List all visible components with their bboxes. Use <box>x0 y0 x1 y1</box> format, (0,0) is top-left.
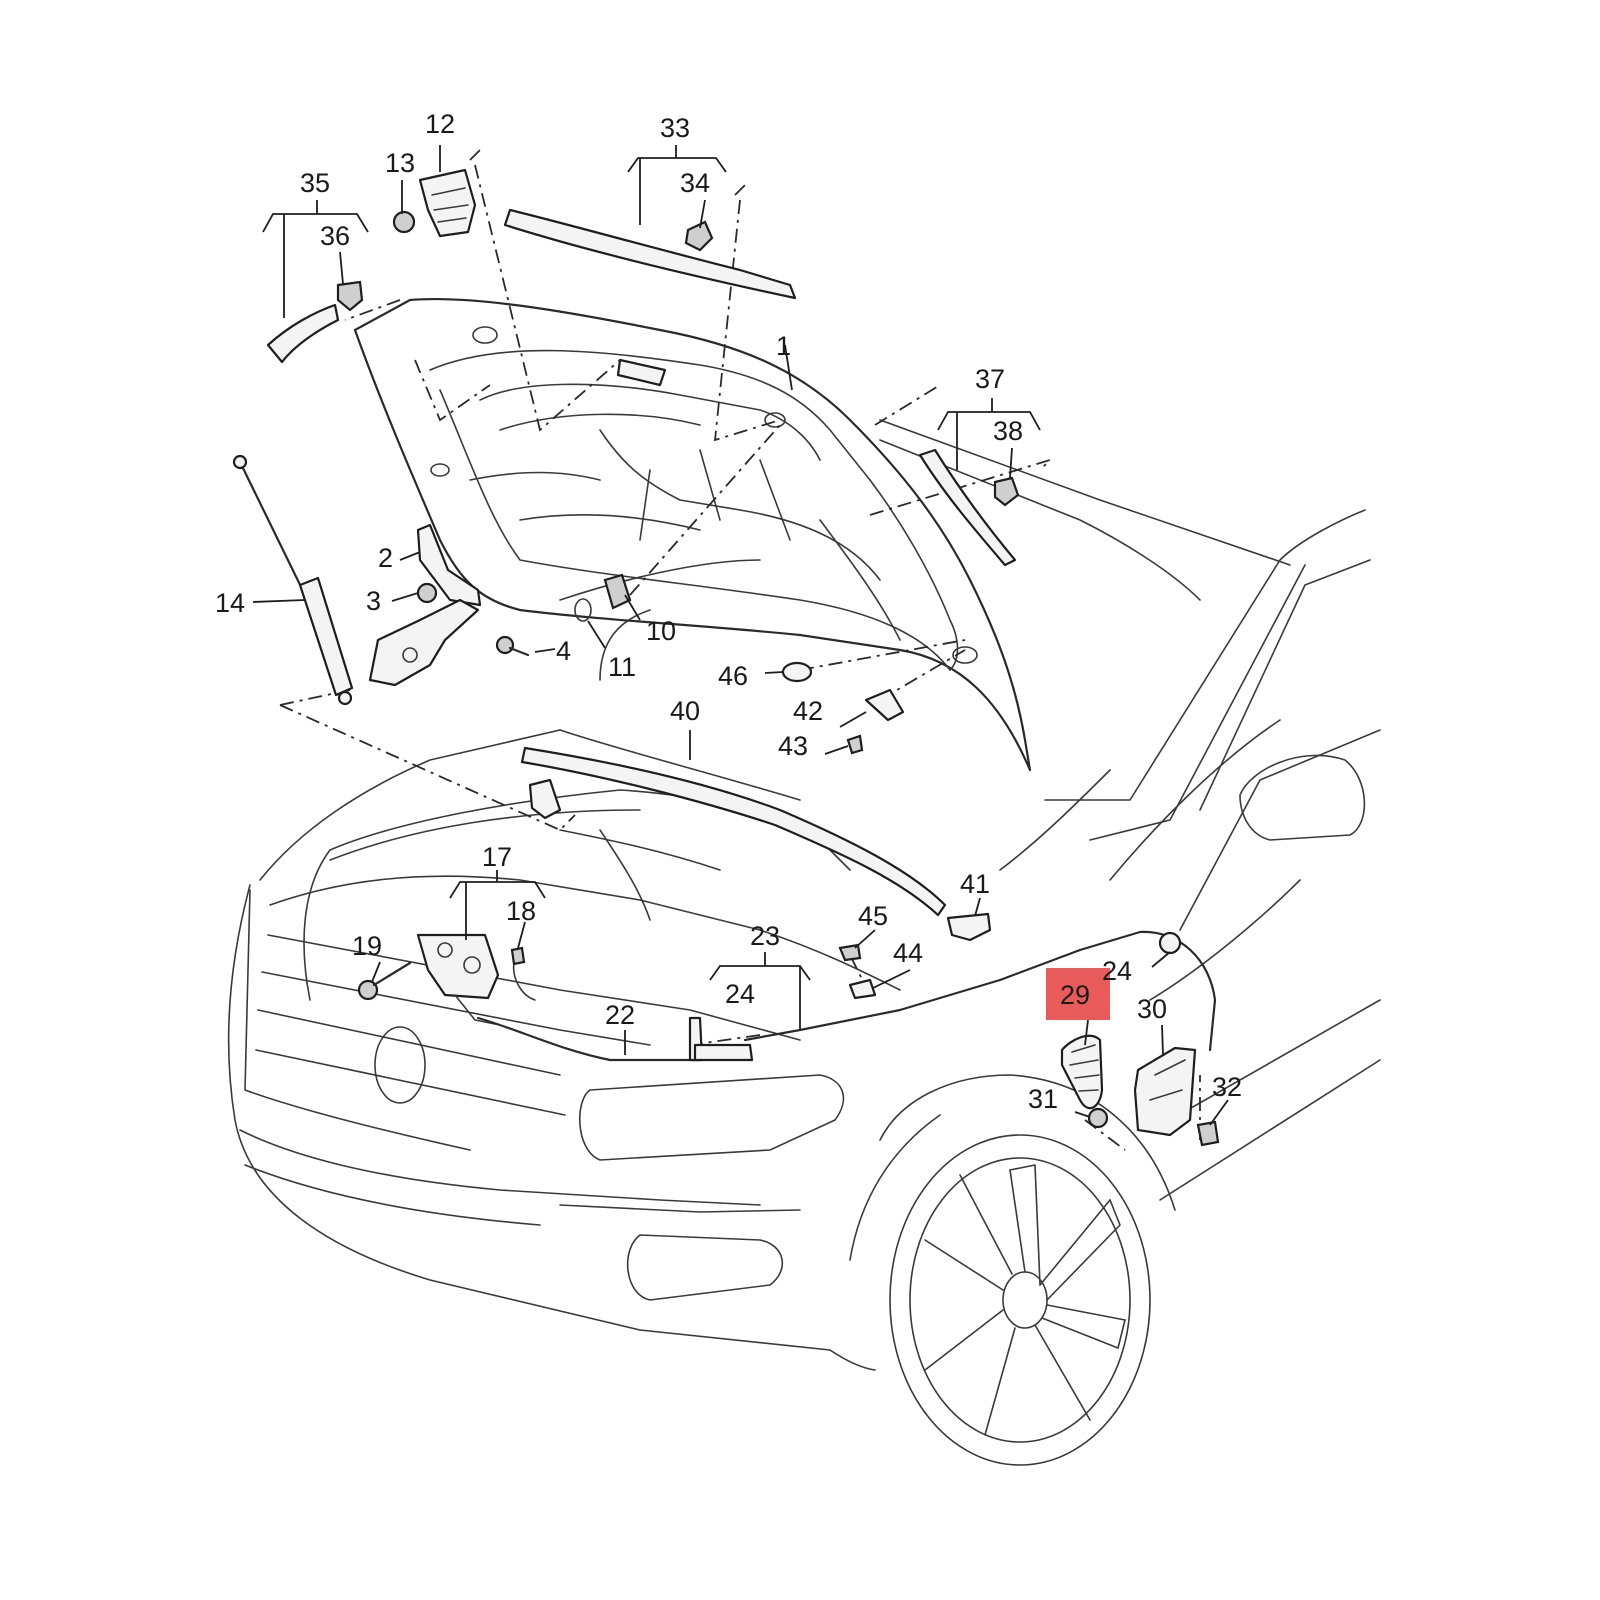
callout-31: 31 <box>1028 1084 1058 1114</box>
callout-23: 23 <box>750 921 780 951</box>
part-38-clip <box>993 476 1020 507</box>
part-4-bolt <box>495 635 530 657</box>
part-45-clip <box>838 943 862 962</box>
leader-lines <box>252 145 1229 1126</box>
part-33-seal-strip <box>503 208 797 300</box>
callout-36: 36 <box>320 221 350 251</box>
part-31-bolt <box>1087 1107 1109 1129</box>
callout-12: 12 <box>425 109 455 139</box>
callout-30: 30 <box>1137 994 1167 1024</box>
part-37-seal <box>918 448 1017 567</box>
part-13-nut <box>392 210 416 234</box>
callout-38: 38 <box>993 416 1023 446</box>
callout-35: 35 <box>300 168 330 198</box>
part-12-bracket <box>418 168 477 238</box>
part-32-clip <box>1196 1120 1220 1147</box>
callout-3: 3 <box>366 586 381 616</box>
part-36-clip <box>336 280 364 312</box>
callout-18: 18 <box>506 896 536 926</box>
callout-14: 14 <box>215 588 245 618</box>
callout-41: 41 <box>960 869 990 899</box>
part-29-release-handle <box>1060 1034 1104 1110</box>
part-2-hinge-arm <box>416 523 482 607</box>
part-17-hood-lock <box>416 933 501 1026</box>
callout-45: 45 <box>858 901 888 931</box>
part-42-buffer <box>864 688 905 722</box>
callout-1: 1 <box>776 331 791 361</box>
part-11-ring <box>574 598 592 622</box>
callout-40: 40 <box>670 696 700 726</box>
part-35-seal <box>266 303 340 364</box>
part-46-grommet <box>781 661 813 683</box>
car-body-outline <box>227 419 1381 1466</box>
callout-37: 37 <box>975 364 1005 394</box>
part-10-bump-stop <box>603 573 632 610</box>
hood-panel <box>353 297 1032 772</box>
part-14-gas-strut <box>232 454 354 706</box>
callout-19: 19 <box>352 931 382 961</box>
callout-24-left: 24 <box>725 979 755 1009</box>
callout-29-highlight <box>1046 968 1110 1020</box>
part-3-nut <box>416 582 438 604</box>
callout-34: 34 <box>680 168 710 198</box>
part-40-seal <box>520 746 947 917</box>
callout-32: 32 <box>1212 1072 1242 1102</box>
hinge-plate <box>368 598 480 687</box>
callout-labels: 1 2 3 4 10 11 12 13 14 17 18 19 22 23 24… <box>215 109 1242 1114</box>
callout-22: 22 <box>605 1000 635 1030</box>
callout-44: 44 <box>893 938 923 968</box>
callout-11: 11 <box>608 652 636 682</box>
callout-43: 43 <box>778 731 808 761</box>
part-34-clip <box>684 220 714 252</box>
part-30-bracket <box>1133 1046 1197 1137</box>
part-19-bolt <box>357 961 412 1001</box>
release-cables <box>476 930 1217 1062</box>
part-43-screw <box>846 734 864 755</box>
callout-13: 13 <box>385 148 415 178</box>
callout-17: 17 <box>482 842 512 872</box>
callout-10: 10 <box>646 616 676 646</box>
lock-carrier-lug <box>528 778 562 820</box>
part-44-clip <box>848 978 877 1000</box>
part-41-bracket <box>946 912 992 942</box>
callout-4: 4 <box>556 636 571 666</box>
callout-33: 33 <box>660 113 690 143</box>
callout-24-right: 24 <box>1102 956 1132 986</box>
callout-29: 29 <box>1060 980 1090 1010</box>
callout-42: 42 <box>793 696 823 726</box>
callout-2: 2 <box>378 543 393 573</box>
callout-46: 46 <box>718 661 748 691</box>
